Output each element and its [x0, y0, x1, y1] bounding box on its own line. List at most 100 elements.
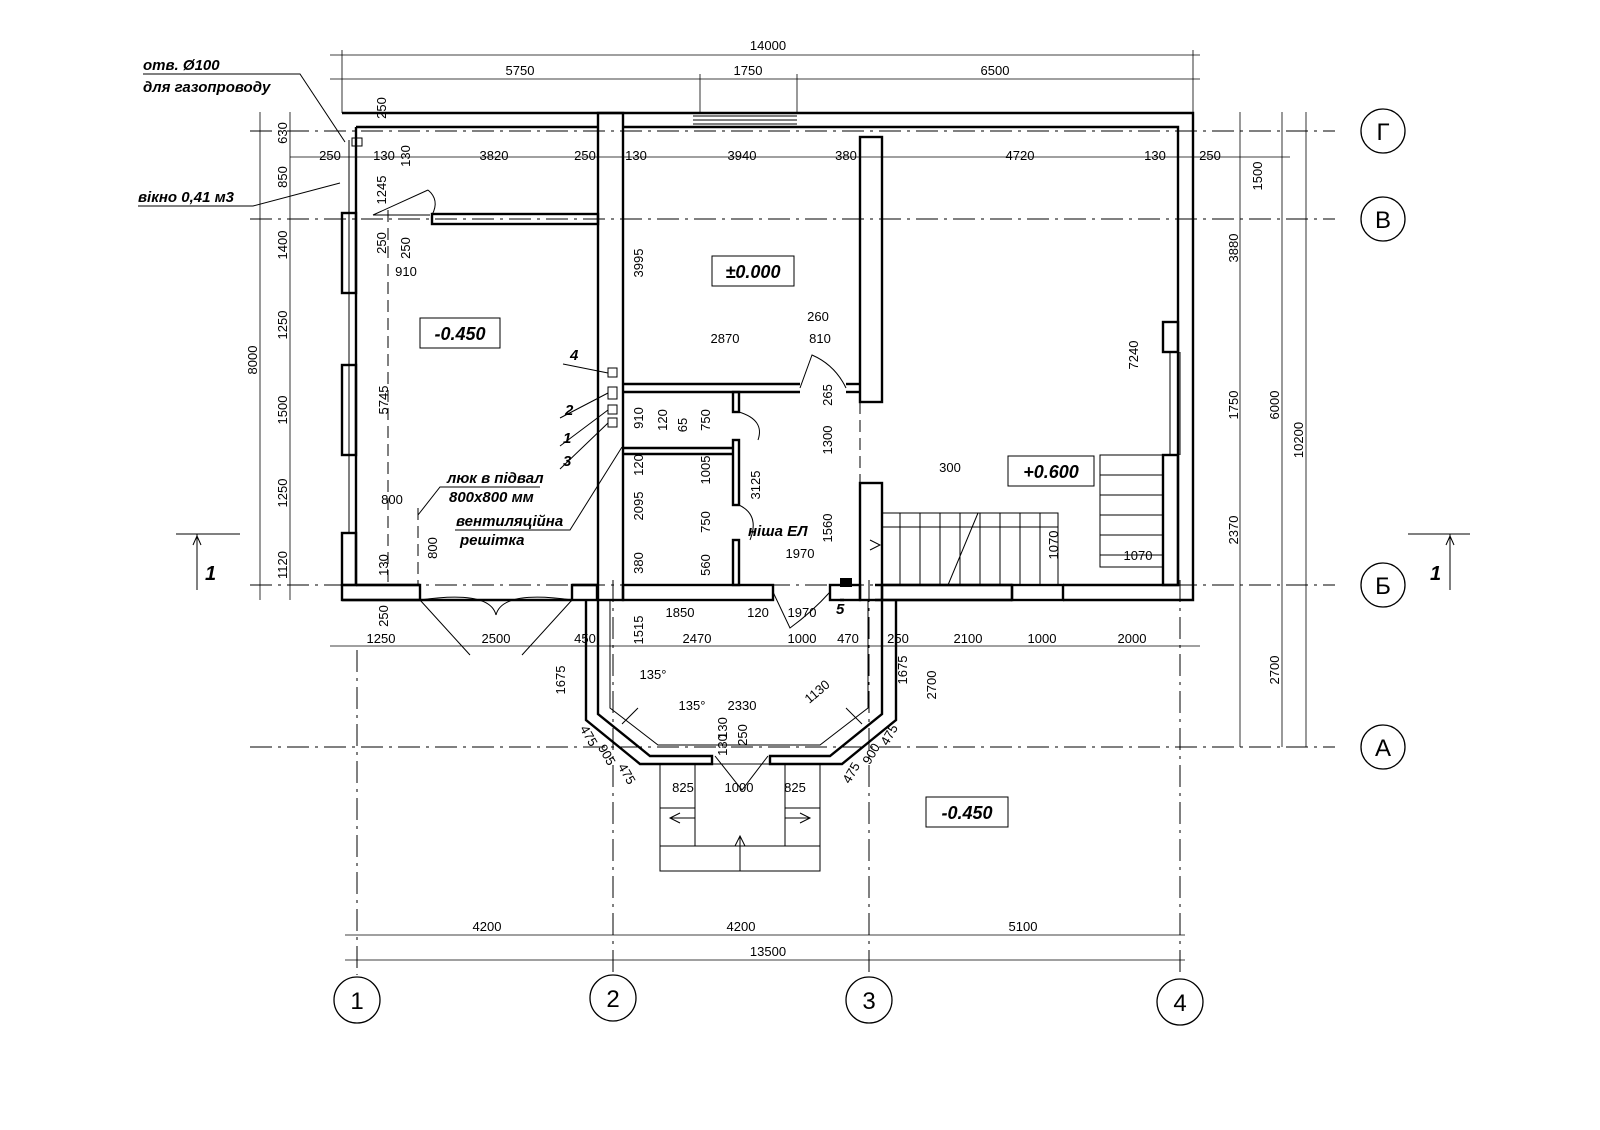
- dim-int: 1005: [698, 456, 713, 485]
- hidden-lines: [387, 210, 861, 585]
- dim-int: 250: [376, 605, 391, 627]
- dim-int: 1970: [786, 546, 815, 561]
- dim-top-seg: 6500: [981, 63, 1010, 78]
- dim-int: 120: [747, 605, 769, 620]
- dim-int: 825: [672, 780, 694, 795]
- dim-top-inner: 4720: [1006, 148, 1035, 163]
- dim-int: 1675: [553, 666, 568, 695]
- dim-right-overall: 10200: [1291, 422, 1306, 458]
- gas-opening-label: для газопроводу: [143, 79, 271, 96]
- ducts: [351, 137, 852, 587]
- mark-5: 5: [836, 601, 845, 618]
- dim-top-inner: 3820: [480, 148, 509, 163]
- dim-int: 1970: [788, 605, 817, 620]
- dim-int: 250: [398, 237, 413, 259]
- dim-top-seg: 5750: [506, 63, 535, 78]
- level-outside: -0.450: [941, 803, 992, 823]
- dim-int: 1070: [1124, 548, 1153, 563]
- dim-right-bottom: 2700: [1267, 656, 1282, 685]
- dim-int: 1515: [631, 616, 646, 645]
- dim-wall: 130: [398, 145, 413, 167]
- dim-top-inner: 250: [319, 148, 341, 163]
- dim-int: 260: [807, 309, 829, 324]
- section-mark-right-label: 1: [1430, 563, 1441, 585]
- dim-int: 1850: [666, 605, 695, 620]
- dim-lower: 470: [837, 631, 859, 646]
- axis-bubble-letter: Б: [1375, 573, 1391, 600]
- dim-int: 560: [698, 554, 713, 576]
- dim-right: 3880: [1226, 234, 1241, 263]
- dim-top-inner: 130: [625, 148, 647, 163]
- dim-top-inner: 250: [574, 148, 596, 163]
- dim-top-inner: 250: [1199, 148, 1221, 163]
- dim-int: 130: [715, 734, 730, 756]
- section-mark-right: 1: [1408, 533, 1470, 590]
- dim-int: 130: [376, 554, 391, 576]
- hatch-label: 800х800 мм: [449, 489, 534, 506]
- dim-int: 250: [374, 232, 389, 254]
- dim-left-overall: 8000: [245, 346, 260, 375]
- porch-bay: [584, 600, 898, 872]
- dim-lower: 2100: [954, 631, 983, 646]
- dim-int: 475: [577, 723, 601, 749]
- gas-opening-label: отв. Ø100: [143, 57, 220, 74]
- dim-lower: 1000: [1028, 631, 1057, 646]
- axis-bubble-number: 4: [1173, 990, 1186, 1017]
- dim-int: 810: [809, 331, 831, 346]
- dim-int: 3995: [631, 249, 646, 278]
- dim-lower: 1250: [367, 631, 396, 646]
- dim-left: 850: [275, 166, 290, 188]
- axis-bubble-number: 3: [862, 988, 875, 1015]
- level-center-room: ±0.000: [726, 262, 781, 282]
- axis-bubble-letter: В: [1375, 207, 1391, 234]
- dim-bottom: 5100: [1009, 919, 1038, 934]
- annotations: отв. Ø100 для газопроводу вікно 0,41 м3 …: [138, 57, 845, 618]
- hatch-label: люк в підвал: [446, 470, 544, 487]
- axis-bubbles: Г В Б А 1 2 3 4: [333, 108, 1406, 1026]
- dim-lower: 450: [574, 631, 596, 646]
- dim-int: 120: [631, 454, 646, 476]
- dim-wall: 250: [374, 97, 389, 119]
- dim-int: 300: [939, 460, 961, 475]
- dim-int: 2095: [631, 492, 646, 521]
- dim-int: 1300: [820, 426, 835, 455]
- dim-lower: 1000: [788, 631, 817, 646]
- dim-int: 1245: [374, 176, 389, 205]
- vent-label: вентиляційна: [456, 513, 563, 530]
- dim-left: 1250: [275, 479, 290, 508]
- niche-label: ніша ЕЛ: [748, 523, 808, 540]
- dimension-texts: 14000 5750 1750 6500 250 130 3820 250 13…: [245, 38, 1306, 959]
- dim-int: 910: [395, 264, 417, 279]
- dim-int: 1560: [820, 514, 835, 543]
- dim-int: 905: [595, 742, 619, 768]
- dim-top-inner: 130: [373, 148, 395, 163]
- dim-int: 380: [631, 552, 646, 574]
- dim-int: 1675: [895, 656, 910, 685]
- axis-bubble-letter: А: [1375, 735, 1391, 762]
- dim-top-inner: 3940: [728, 148, 757, 163]
- dim-int: 1000: [725, 780, 754, 795]
- dim-int: 2700: [924, 671, 939, 700]
- dim-int: 475: [615, 761, 639, 787]
- dim-right: 1750: [1226, 391, 1241, 420]
- dim-left: 1400: [275, 231, 290, 260]
- dim-left: 1500: [275, 396, 290, 425]
- mark-4: 4: [569, 347, 579, 364]
- level-marks: -0.450 ±0.000 +0.600 -0.450: [419, 255, 1095, 828]
- dim-right: 2370: [1226, 516, 1241, 545]
- dim-int: 910: [631, 407, 646, 429]
- dim-int: 135°: [679, 698, 706, 713]
- dim-int: 800: [381, 492, 403, 507]
- dim-left: 1120: [275, 551, 290, 579]
- dim-int: 475: [877, 722, 901, 748]
- section-mark-left: 1: [176, 533, 240, 590]
- dim-int: 265: [820, 384, 835, 406]
- dim-int: 135°: [640, 667, 667, 682]
- dim-lower: 2500: [482, 631, 511, 646]
- dim-int: 3125: [748, 471, 763, 500]
- axis-bubble-number: 2: [606, 986, 619, 1013]
- axis-bubble-letter: Г: [1377, 119, 1390, 146]
- dim-int: 750: [698, 409, 713, 431]
- dim-bottom-overall: 13500: [750, 944, 786, 959]
